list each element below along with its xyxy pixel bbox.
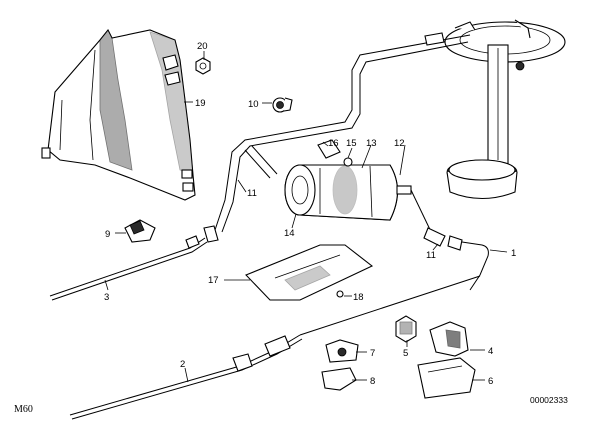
- callout-4: 4: [488, 346, 493, 357]
- fuel-filter: [284, 139, 412, 221]
- callout-20: 20: [197, 41, 208, 52]
- holder-part-4: [429, 321, 469, 357]
- callout-10: 10: [248, 99, 259, 110]
- callout-14: 14: [284, 228, 295, 239]
- fuel-pump-sender: [444, 19, 566, 199]
- sheet-code: M60: [14, 404, 33, 415]
- callout-18: 18: [353, 292, 364, 303]
- bracket-part-8: [321, 367, 357, 391]
- callout-15: 15: [346, 138, 357, 149]
- callout-13: 13: [366, 138, 377, 149]
- callout-7: 7: [370, 348, 375, 359]
- clamp-part-10: [272, 97, 293, 113]
- drawing-number: 00002333: [530, 395, 568, 405]
- heat-shield-panel: [41, 28, 196, 201]
- callout-5: 5: [403, 348, 408, 359]
- callout-12: 12: [394, 138, 405, 149]
- clip-part-9: [124, 219, 156, 243]
- bracket-part-6: [417, 357, 476, 399]
- callout-11-left: 11: [247, 188, 257, 199]
- fuel-line-upper: [203, 32, 471, 243]
- callout-8: 8: [370, 376, 375, 387]
- callout-16: 16: [328, 138, 339, 149]
- leader-lines: [104, 51, 508, 383]
- callout-9: 9: [105, 229, 110, 240]
- callout-6: 6: [488, 376, 493, 387]
- callout-2: 2: [180, 359, 185, 370]
- fuel-line-right: [410, 189, 489, 291]
- callout-17: 17: [208, 275, 219, 286]
- callout-3: 3: [104, 292, 109, 303]
- fuel-line-part-2: [69, 275, 481, 420]
- grommet-part-5: [395, 315, 417, 343]
- shield-plate-part-17: [245, 244, 374, 301]
- callout-1: 1: [511, 248, 516, 259]
- callout-labels: 20 19 10 12 13 15 16 11 14 11 1 9 3 17 1…: [104, 41, 516, 387]
- callout-19: 19: [195, 98, 206, 109]
- fuel-line-part-3: [49, 235, 208, 301]
- callout-11-right: 11: [426, 250, 436, 261]
- nut-part-20: [195, 57, 211, 75]
- clip-part-7: [325, 339, 359, 363]
